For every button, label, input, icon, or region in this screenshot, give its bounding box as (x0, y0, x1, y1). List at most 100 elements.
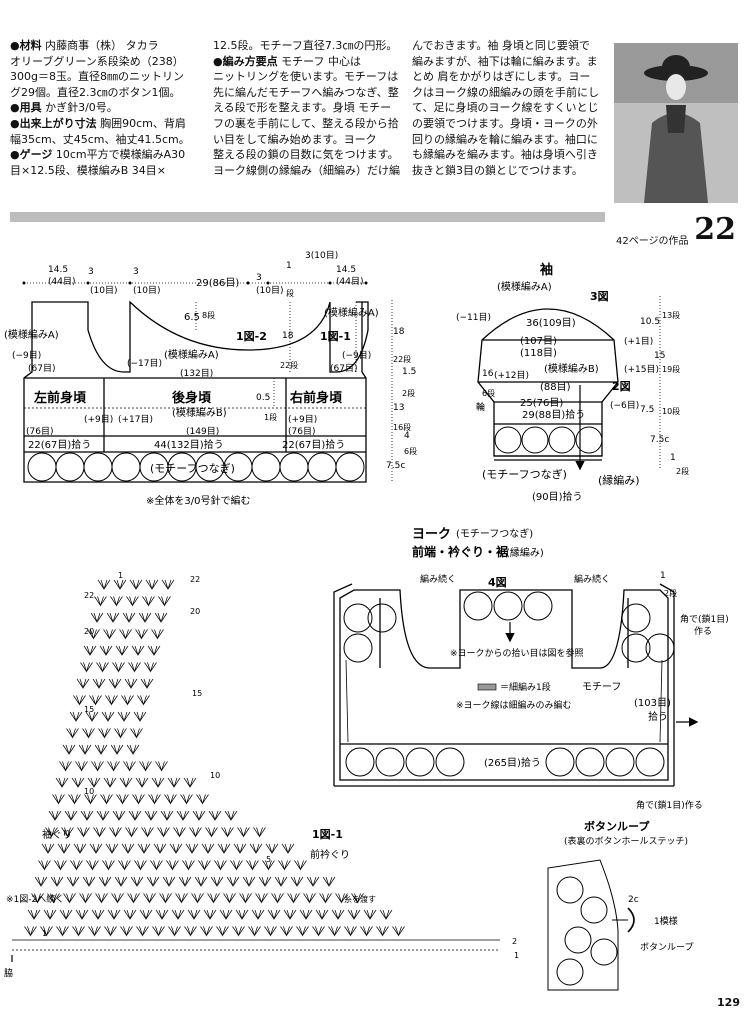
stitch-fan (89, 695, 102, 706)
text-line: 整える段の鎖の目数に気をつけます。 (213, 147, 400, 163)
stitch-fan (171, 909, 185, 921)
stitch-fan (79, 893, 92, 904)
diagram-label: 1 (514, 951, 519, 960)
stitch-fan (281, 843, 295, 855)
heading-label: ●出来上がり寸法 (10, 116, 97, 130)
stitch-fan (168, 926, 181, 937)
stitch-fan (103, 777, 117, 789)
diagram-label: 18 (282, 331, 294, 341)
diagram-label: 16 (482, 369, 494, 379)
stitch-fan (87, 629, 100, 640)
stitch-fan (176, 810, 190, 822)
stitch-fan (122, 612, 136, 624)
diagram-label: 25(76目) (520, 398, 563, 409)
diagram-label: 7.5c (386, 461, 405, 471)
stitch-fan (89, 843, 103, 855)
stitch-fan (101, 711, 115, 723)
diagram-label: 1模様 (654, 915, 678, 927)
diagram-label: 2段 (676, 466, 689, 476)
stitch-fan (319, 893, 332, 904)
stitch-fan (82, 728, 95, 739)
stitch-fan (283, 909, 297, 921)
text-line: クはヨーク線の細編みの頭を手前にし (412, 85, 599, 101)
stitch-fan (73, 843, 87, 855)
diagram-label: 3 (256, 273, 262, 283)
body-schematic (23, 300, 369, 483)
diagram-label: 後身頃 (172, 390, 212, 406)
text-body: クはヨーク線の細編みの頭を手前にし (412, 85, 599, 99)
diagram-label: (−6目) (610, 400, 639, 411)
stitch-fan (201, 843, 215, 855)
stitch-fan (169, 843, 183, 855)
stitch-fan (142, 596, 155, 607)
diagram-label: (+15目) (624, 364, 659, 375)
stitch-fan (98, 728, 111, 739)
stitch-fan (239, 893, 252, 904)
text-body: 目×12.5段、模様編みB 34目× (10, 163, 166, 177)
stitch-fan (322, 876, 336, 888)
stitch-fan (86, 860, 99, 871)
diagram-label: (模様編みA) (497, 280, 552, 293)
diagram-label: 1図-2 (236, 329, 267, 343)
diagram-label: (モチーフつなぎ) (456, 527, 533, 540)
stitch-fan (151, 629, 164, 640)
stitch-fan (271, 893, 284, 904)
stitch-fan (61, 827, 74, 838)
diagram-label: (模様編みA) (164, 348, 219, 361)
stitch-fan (328, 926, 341, 937)
stitch-fan (178, 876, 192, 888)
diagram-label: 前衿ぐり (310, 848, 350, 861)
text-line: ヨーク線側の縁編み（細編み）だけ編 (213, 163, 400, 179)
diagram-label: 8段 (202, 310, 215, 320)
stitch-fan (76, 678, 90, 690)
text-body: 編みますが、袖下は輪に編みます。ま (412, 54, 598, 68)
stitch-fan (166, 860, 179, 871)
stitch-fan (111, 893, 124, 904)
diagram-label: 2図 (612, 379, 631, 393)
stitch-fan (66, 876, 80, 888)
diagram-label: 6.5 (184, 312, 200, 323)
stitch-fan (312, 926, 325, 937)
text-body: ヨーク線側の縁編み（細編み）だけ編 (213, 163, 400, 177)
stitch-fan (278, 860, 291, 871)
stitch-fan (66, 728, 79, 739)
diagram-label: 10.5 (640, 317, 660, 327)
diagram-label: 2段 (664, 588, 677, 598)
diagram-label: (107目) (520, 336, 557, 347)
diagram-label: 糸を渡す (344, 894, 376, 904)
diagram-label: 角で(鎖1目)作る (636, 799, 703, 811)
diagram-label: 22(67目)拾う (28, 438, 91, 451)
stitch-fan (267, 909, 281, 921)
stitch-fan (121, 843, 135, 855)
body-motif-row (27, 452, 365, 482)
diagram-label: 右前身頃 (289, 390, 343, 406)
diagram-label: (縁編み) (506, 546, 544, 559)
diagram-label: (モチーフつなぎ) (482, 467, 567, 481)
stitch-fan (147, 645, 161, 657)
diagram-label: 段 (286, 288, 294, 298)
diagram-label: 6段 (482, 388, 495, 398)
diagram-label: (149目) (186, 426, 219, 437)
stitch-fan (150, 860, 163, 871)
diagram-label: 15 (654, 351, 665, 361)
stitch-fan (138, 612, 152, 624)
text-line: い目をして編み始めます。ヨーク (213, 132, 400, 148)
stitch-fan (126, 596, 139, 607)
diagram-label: (−17目) (127, 358, 162, 369)
text-body: 先に編んだモチーフへ編みつなぎ、整 (213, 85, 399, 99)
stitch-fan (103, 629, 116, 640)
stitch-fan (146, 876, 160, 888)
stitch-fan (155, 761, 168, 772)
diagram-label: (模様編みB) (544, 362, 599, 375)
stitch-fan (124, 678, 138, 690)
text-body: とめ 肩をかがりはぎにします。ヨー (412, 70, 591, 84)
stitch-fan (140, 678, 154, 690)
stitch-fan (118, 860, 131, 871)
diagram-label: 7.5 (640, 405, 654, 415)
stitch-fan (52, 794, 65, 805)
stitch-fan (141, 827, 154, 838)
heading-label: ●編み方要点 (213, 54, 278, 68)
diagram-label: 前端・衿ぐり・裾 (412, 544, 508, 559)
stitch-fan (154, 612, 168, 624)
